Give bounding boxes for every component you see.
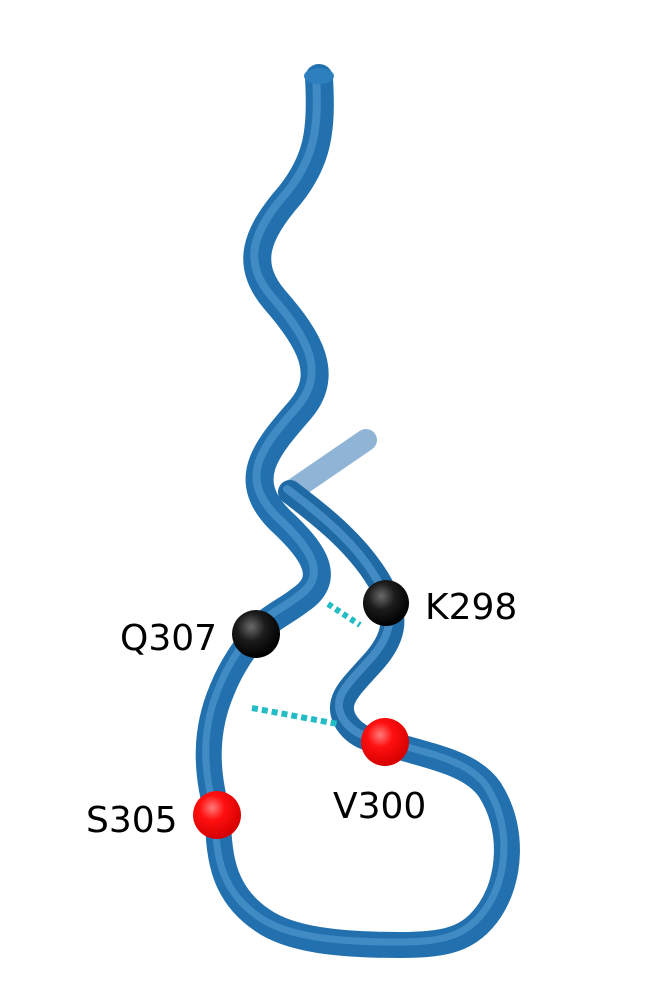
residue-s305-sphere bbox=[193, 791, 241, 839]
backbone-loop-v300-s305 bbox=[205, 729, 520, 959]
residue-k298-sphere bbox=[363, 580, 409, 626]
hydrogen-bonds bbox=[251, 601, 362, 727]
residue-label-q307: Q307 bbox=[120, 618, 217, 659]
residue-markers bbox=[193, 580, 409, 839]
residue-label-v300: V300 bbox=[333, 786, 426, 827]
residue-labels: K298 V300 S305 Q307 bbox=[86, 587, 517, 841]
backbone-strand-k298-v300 bbox=[278, 480, 405, 754]
residue-q307-sphere bbox=[232, 610, 280, 658]
residue-label-k298: K298 bbox=[425, 587, 517, 628]
backbone-strand-top bbox=[242, 64, 334, 648]
residue-label-s305: S305 bbox=[86, 800, 178, 841]
hbond-k298-q307 bbox=[326, 601, 362, 628]
hbond-v300-q307 bbox=[251, 705, 339, 727]
residue-v300-sphere bbox=[361, 718, 409, 766]
backbone-faded-segment bbox=[279, 429, 377, 503]
